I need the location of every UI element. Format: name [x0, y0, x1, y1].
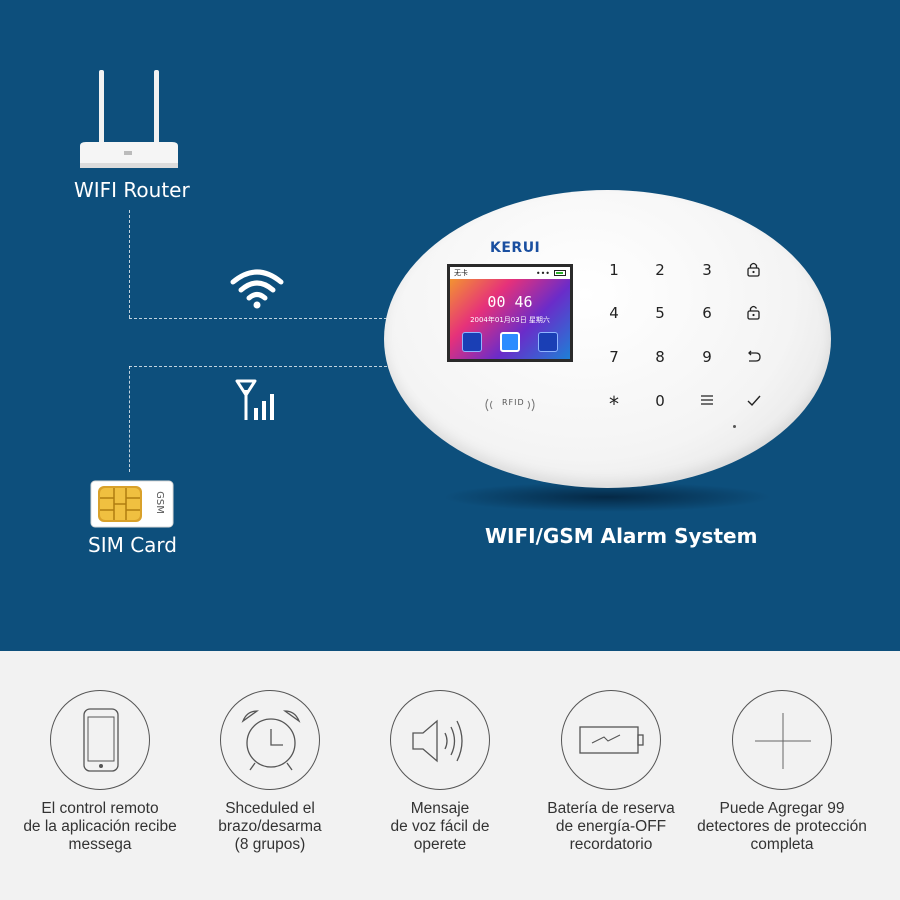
key-5[interactable]: 5 [655, 304, 665, 322]
rfid-wave-icon [485, 398, 535, 412]
brand-logo: KERUI [490, 240, 541, 256]
sim-card-icon [90, 480, 174, 528]
key-3[interactable]: 3 [702, 261, 712, 279]
arm-lock-icon[interactable] [462, 332, 482, 352]
feature-circle [561, 690, 661, 790]
smartphone-icon [83, 708, 119, 772]
headline: WIFI/GSM Alarm System [485, 524, 758, 548]
feature-circle [390, 690, 490, 790]
screen-status-bar: 无卡 ••• [450, 267, 570, 279]
feature-circle [50, 690, 150, 790]
key-6[interactable]: 6 [702, 304, 712, 322]
key-1[interactable]: 1 [609, 261, 619, 279]
wifi-icon [230, 269, 284, 309]
speaker-icon [412, 719, 463, 763]
menu-icon[interactable] [700, 394, 714, 406]
battery-icon [579, 726, 644, 754]
arm-lock-key-icon[interactable] [746, 261, 762, 277]
key-star[interactable]: * [609, 392, 619, 416]
sim-card-text: GSM [153, 491, 165, 514]
key-4[interactable]: 4 [609, 304, 619, 322]
panel-screen: 无卡 ••• 00 46 2004年01月03日 星期六 [447, 264, 573, 362]
plus-icon [755, 713, 811, 769]
home-arm-lock-icon[interactable] [538, 332, 558, 352]
feature-circle [220, 690, 320, 790]
cellular-signal-icon [235, 379, 274, 420]
feature-circle [732, 690, 832, 790]
screen-date: 2004年01月03日 星期六 [470, 316, 550, 324]
alarm-clock-icon [241, 710, 301, 771]
key-2[interactable]: 2 [655, 261, 665, 279]
connection-line [129, 366, 130, 472]
rfid-label: RFID [502, 398, 525, 407]
router-label: WIFI Router [74, 178, 190, 202]
connection-line [129, 318, 387, 319]
screen-status-text: 无卡 [454, 269, 468, 277]
key-0[interactable]: 0 [655, 392, 665, 410]
disarm-unlock-icon[interactable] [500, 332, 520, 352]
disarm-lock-key-icon[interactable] [746, 304, 762, 320]
sim-label: SIM Card [88, 533, 177, 557]
back-arrow-icon[interactable] [746, 350, 762, 364]
key-7[interactable]: 7 [609, 348, 619, 366]
screen-battery-icon [554, 270, 566, 276]
key-9[interactable]: 9 [702, 348, 712, 366]
screen-time: 00 46 [487, 293, 533, 311]
key-8[interactable]: 8 [655, 348, 665, 366]
router-icon [80, 70, 178, 168]
connection-line [129, 210, 130, 318]
indicator-dot [733, 425, 736, 428]
confirm-check-icon[interactable] [746, 394, 762, 408]
screen-wifi-icon: ••• [535, 269, 550, 278]
connection-line [129, 366, 387, 367]
